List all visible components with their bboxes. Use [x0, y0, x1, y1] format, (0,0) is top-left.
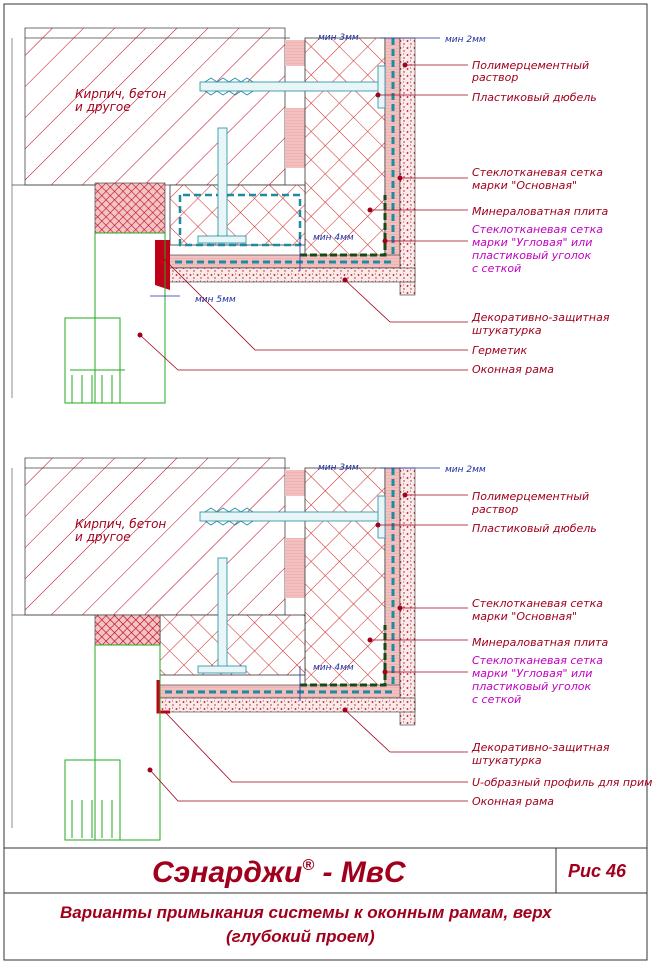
label-mesh-corner: с сеткой [472, 262, 521, 275]
sealant [155, 240, 170, 290]
wall-text: Кирпич, бетон [75, 87, 166, 101]
label-wool: Минераловатная плита [472, 636, 609, 649]
caption: Варианты примыкания системы к оконным ра… [60, 903, 553, 922]
label-dowel: Пластиковый дюбель [472, 522, 597, 535]
dim-min-3mm: мин 3мм [318, 463, 359, 473]
dowel-vertical [197, 127, 247, 244]
label-mesh-corner: марки "Угловая" или [472, 236, 592, 249]
label-mesh-main: марки "Основная" [472, 610, 577, 623]
label-plaster: Декоративно-защитная [471, 311, 610, 324]
label-mesh-corner: Стеклотканевая сетка [472, 654, 603, 667]
label-mesh-corner: марки "Угловая" или [472, 667, 592, 680]
sheet-border [3, 3, 648, 961]
label-wool: Минераловатная плита [472, 205, 609, 218]
product-title: Сэнарджи® - МвС [152, 856, 407, 889]
label-mesh-corner: пластиковый уголок [472, 249, 592, 262]
label-u-profile: U-образный профиль для примыкания [472, 776, 653, 789]
label-mortar: Полимерцементный [472, 490, 589, 503]
wall-text: и другое [75, 530, 131, 544]
window-frame [64, 644, 161, 841]
title-block: Сэнарджи® - МвС Рис 46 Варианты примыкан… [4, 847, 647, 946]
label-mesh-corner: Стеклотканевая сетка [472, 223, 603, 236]
label-mesh-main: Стеклотканевая сетка [472, 166, 603, 179]
wall-text: и другое [75, 100, 131, 114]
dim-min-5mm: мин 5мм [195, 295, 236, 305]
dim-min-4mm: мин 4мм [313, 233, 354, 243]
label-mortar: раствор [471, 503, 518, 516]
caption: (глубокий проем) [226, 927, 375, 946]
window-frame [64, 232, 166, 404]
label-frame: Оконная рама [472, 363, 554, 376]
label-sealant: Герметик [472, 344, 528, 357]
label-mortar: раствор [471, 71, 518, 84]
wall-text: Кирпич, бетон [75, 517, 166, 531]
detail-top: мин 3мм мин 2мм мин 4мм мин 5мм Кирпич, … [10, 26, 610, 404]
label-mesh-corner: пластиковый уголок [472, 680, 592, 693]
label-mortar: Полимерцементный [472, 59, 589, 72]
label-plaster: штукатурка [472, 754, 542, 767]
dim-min-4mm: мин 4мм [313, 663, 354, 673]
dowel-vertical [197, 557, 247, 674]
dim-min-2mm: мин 2мм [445, 465, 486, 475]
figure-number: Рис 46 [568, 861, 627, 881]
detail-bottom: мин 3мм мин 2мм мин 4мм Кирпич, бетон и … [10, 456, 653, 841]
dim-min-2mm: мин 2мм [445, 35, 486, 45]
label-frame: Оконная рама [472, 795, 554, 808]
label-mesh-main: Стеклотканевая сетка [472, 597, 603, 610]
label-plaster: штукатурка [472, 324, 542, 337]
label-plaster: Декоративно-защитная [471, 741, 610, 754]
label-mesh-corner: с сеткой [472, 693, 521, 706]
u-profile [156, 680, 170, 714]
label-dowel: Пластиковый дюбель [472, 91, 597, 104]
dim-min-3mm: мин 3мм [318, 33, 359, 43]
label-mesh-main: марки "Основная" [472, 179, 577, 192]
